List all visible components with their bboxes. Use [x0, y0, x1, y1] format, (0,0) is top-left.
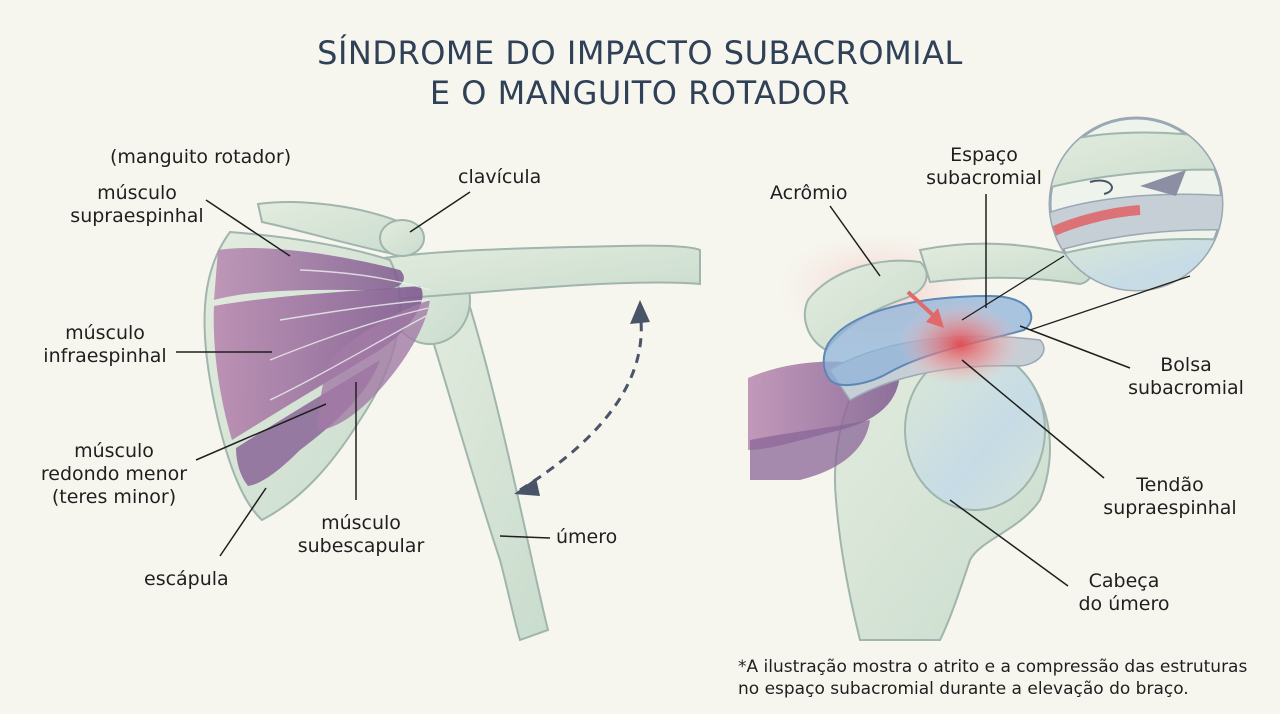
label-humeral-head: Cabeça do úmero — [1078, 570, 1170, 615]
label-subscapularis: músculo subescapular — [297, 512, 425, 557]
left-leaders — [176, 191, 551, 557]
label-scapula: escápula — [144, 568, 229, 590]
page-title-line-2: E O MANGUITO ROTADOR — [429, 74, 851, 112]
right-leaders — [829, 194, 1131, 587]
label-supraspinatus: músculo supraespinhal — [70, 182, 204, 227]
footnote: *A ilustração mostra o atrito e a compre… — [738, 657, 1248, 699]
page-title-line-1: SÍNDROME DO IMPACTO SUBACROMIAL — [317, 34, 963, 72]
supraspinatus-muscle — [214, 248, 404, 300]
label-supraspinatus-tendon: Tendão supraespinhal — [1103, 474, 1237, 519]
label-subacromial-space: Espaço subacromial — [926, 144, 1042, 189]
left-shoulder — [203, 201, 701, 642]
inflammation-spot — [898, 302, 1022, 386]
label-clavicle: clavícula — [458, 166, 542, 188]
subscapularis-muscle — [318, 300, 430, 430]
label-humerus: úmero — [556, 526, 618, 548]
acromion-right — [803, 259, 928, 352]
zoom-inset — [961, 116, 1224, 331]
label-teres-minor: músculo redondo menor (teres minor) — [40, 440, 188, 508]
label-rotator-cuff: (manguito rotador) — [110, 146, 292, 168]
right-shoulder — [748, 220, 1094, 641]
label-subacromial-bursa: Bolsa subacromial — [1128, 354, 1244, 399]
humerus-bone — [418, 280, 550, 642]
arrow-head-bottom — [514, 478, 540, 496]
label-infraspinatus: músculo infraespinhal — [43, 322, 167, 367]
arrow-head-top — [630, 300, 650, 324]
label-acromion: Acrômio — [770, 182, 848, 204]
coracoid — [379, 219, 425, 257]
clavicle-bone — [358, 244, 701, 302]
elevation-arrow — [519, 311, 643, 492]
